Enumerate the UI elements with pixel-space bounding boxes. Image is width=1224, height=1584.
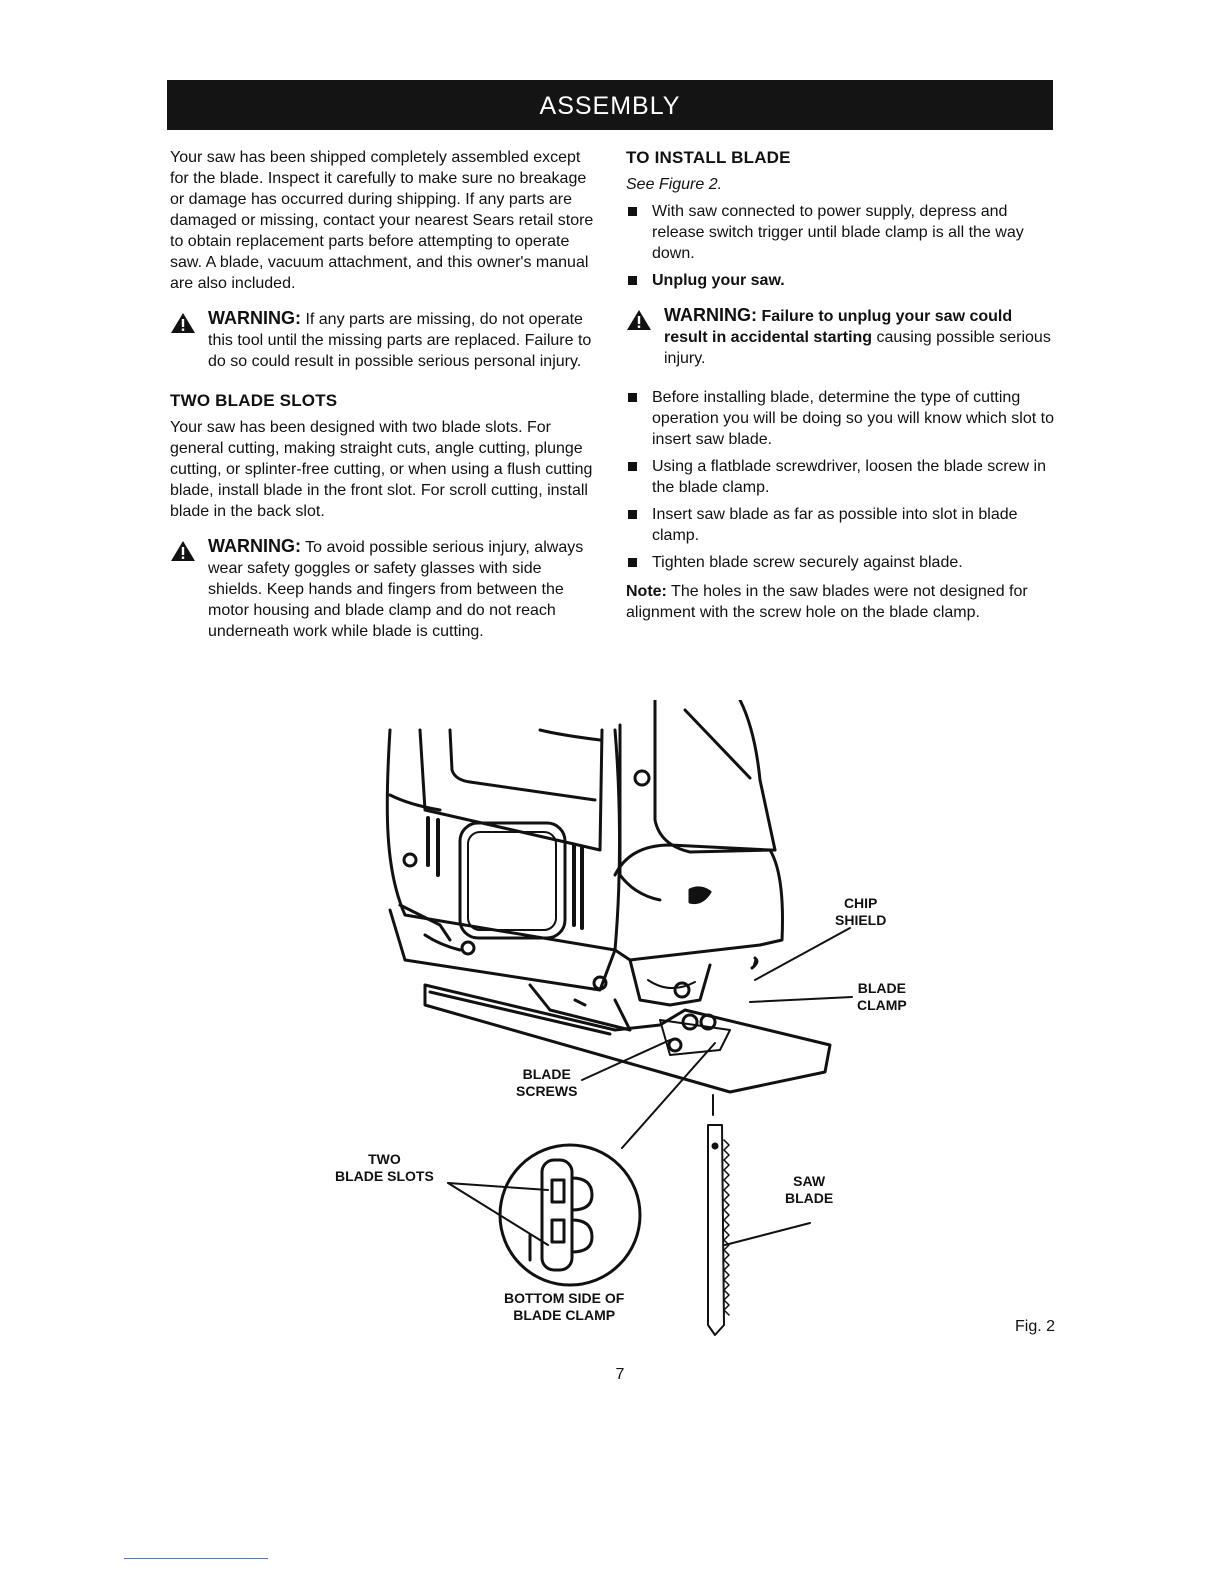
two-blade-slots-paragraph: Your saw has been designed with two blad… [170,419,593,520]
warning-triangle-icon [171,541,195,561]
install-steps-list-1: With saw connected to power supply, depr… [626,201,1058,291]
label-saw-blade: SAW BLADE [785,1173,834,1206]
bullet-square-icon [628,462,637,471]
list-item: Tighten blade screw securely against bla… [626,552,1058,573]
warning-keyword: WARNING: [208,536,301,556]
right-column: TO INSTALL BLADE See Figure 2. With saw … [626,147,1058,623]
warning-text: causing possible serious injury. [664,329,1051,367]
install-steps-list-2: Before installing blade, determine the t… [626,387,1058,573]
bullet-square-icon [628,510,637,519]
bullet-square-icon [628,207,637,216]
figure-number: Fig. 2 [1015,1318,1056,1335]
list-item: Insert saw blade as far as possible into… [626,504,1058,546]
warning-text: To avoid possible serious injury, always… [208,539,584,640]
bullet-square-icon [628,276,637,285]
see-figure-reference: See Figure 2. [626,176,723,193]
warning-unplug-saw: WARNING: Failure to unplug your saw coul… [626,305,1058,369]
label-bottom-side-of-blade-clamp: BOTTOM SIDE OF BLADE CLAMP [504,1290,625,1323]
page-number: 7 [615,1366,625,1383]
warning-triangle-icon [627,310,651,330]
figure-2-jigsaw-illustration: CHIP SHIELD BLADE CLAMP BLADE SCREWS TWO… [330,698,1090,1350]
bullet-square-icon [628,393,637,402]
label-two-blade-slots: TWO BLADE SLOTS [335,1151,434,1184]
jigsaw-drawing [385,698,853,1336]
warning-text: If any parts are missing, do not operate… [208,311,592,370]
footer-rule [124,1558,268,1559]
section-title-banner: ASSEMBLY [167,80,1053,130]
bullet-square-icon [628,558,637,567]
note-paragraph: Note: The holes in the saw blades were n… [626,583,1028,621]
list-item: Before installing blade, determine the t… [626,387,1058,450]
warning-bold-text: Failure to unplug your saw could result … [664,308,1013,346]
warning-keyword: WARNING: [208,308,301,328]
label-chip-shield: CHIP SHIELD [835,895,887,928]
install-blade-heading: TO INSTALL BLADE [626,148,791,167]
warning-missing-parts: WARNING: If any parts are missing, do no… [170,308,600,372]
intro-paragraph: Your saw has been shipped completely ass… [170,149,594,292]
two-blade-slots-heading: TWO BLADE SLOTS [170,391,338,410]
label-blade-clamp: BLADE CLAMP [857,980,907,1013]
list-item: Unplug your saw. [626,270,1058,291]
label-blade-screws: BLADE SCREWS [516,1066,578,1099]
warning-triangle-icon [171,313,195,333]
warning-keyword: WARNING: [664,305,757,325]
left-column: Your saw has been shipped completely ass… [170,147,600,660]
warning-safety-goggles: WARNING: To avoid possible serious injur… [170,536,600,642]
list-item: Using a flatblade screwdriver, loosen th… [626,456,1058,498]
list-item: With saw connected to power supply, depr… [626,201,1058,264]
